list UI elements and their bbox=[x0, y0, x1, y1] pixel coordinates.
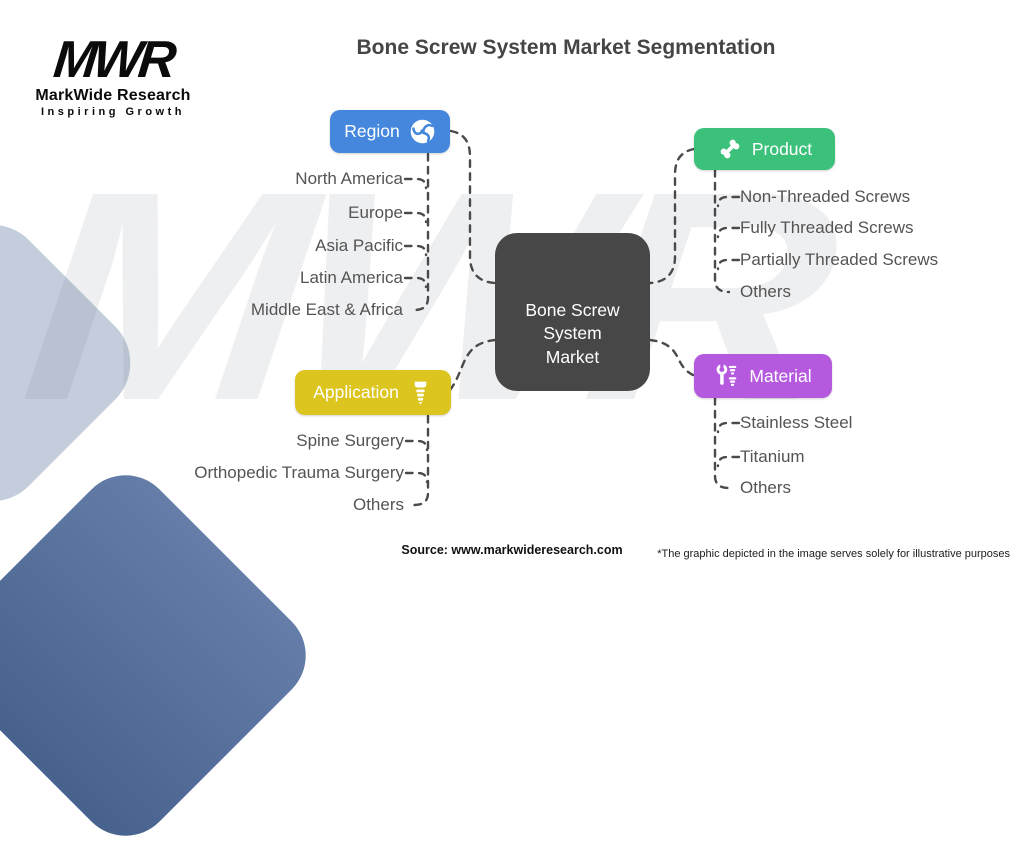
central-node-line: System bbox=[543, 323, 602, 344]
application-node: Application bbox=[295, 370, 451, 415]
region-node-label: Region bbox=[344, 121, 400, 141]
implant-screw-icon bbox=[408, 380, 433, 405]
application-item: Orthopedic Trauma Surgery bbox=[194, 463, 404, 482]
product-item: Partially Threaded Screws bbox=[740, 250, 939, 269]
central-node-line: Market bbox=[545, 346, 600, 367]
logo-name: MarkWide Research bbox=[35, 87, 191, 105]
region-item: Asia Pacific bbox=[315, 236, 403, 255]
central-node-line: Bone Screw bbox=[525, 299, 620, 320]
region-item: Europe bbox=[348, 203, 403, 222]
application-spine bbox=[412, 414, 430, 507]
region-item: North America bbox=[295, 169, 403, 188]
wrench-screws-icon bbox=[714, 363, 740, 389]
source-text: Source: www.markwideresearch.com bbox=[401, 543, 623, 557]
product-node: Product bbox=[694, 128, 835, 170]
connector-center-application bbox=[448, 338, 497, 392]
product-item: Non-Threaded Screws bbox=[740, 187, 911, 206]
material-node: Material bbox=[694, 354, 832, 398]
page-title: Bone Screw System Market Segmentation bbox=[356, 36, 776, 59]
logo-monogram: MWR bbox=[51, 31, 176, 89]
product-node-label: Product bbox=[751, 138, 813, 159]
connector-center-material bbox=[648, 338, 695, 377]
region-node: Region bbox=[330, 110, 450, 153]
logo-tagline: Inspiring Growth bbox=[41, 106, 185, 119]
connector-product-center bbox=[648, 147, 696, 285]
central-node: Bone Screw System Market bbox=[495, 233, 650, 391]
product-item: Others bbox=[740, 282, 792, 301]
region-item: Middle East & Africa bbox=[250, 300, 403, 319]
application-node-label: Application bbox=[313, 382, 399, 402]
material-item: Stainless Steel bbox=[740, 413, 853, 432]
connector-lines bbox=[403, 129, 741, 507]
connector-region-center bbox=[449, 129, 497, 285]
material-item: Titanium bbox=[740, 447, 805, 466]
product-spine bbox=[713, 168, 731, 294]
disclaimer-text: *The graphic depicted in the image serve… bbox=[657, 548, 1010, 560]
material-spine bbox=[713, 396, 731, 490]
region-spine bbox=[412, 152, 430, 312]
application-item: Spine Surgery bbox=[296, 431, 404, 450]
markwide-logo: MWR MarkWide Research Inspiring Growth bbox=[33, 31, 193, 119]
region-item: Latin America bbox=[300, 268, 403, 287]
application-item: Others bbox=[352, 495, 404, 514]
product-item: Fully Threaded Screws bbox=[740, 218, 914, 237]
material-node-label: Material bbox=[749, 365, 812, 386]
bone-icon bbox=[717, 136, 743, 162]
globe-icon bbox=[409, 118, 436, 145]
material-item: Others bbox=[740, 478, 792, 497]
